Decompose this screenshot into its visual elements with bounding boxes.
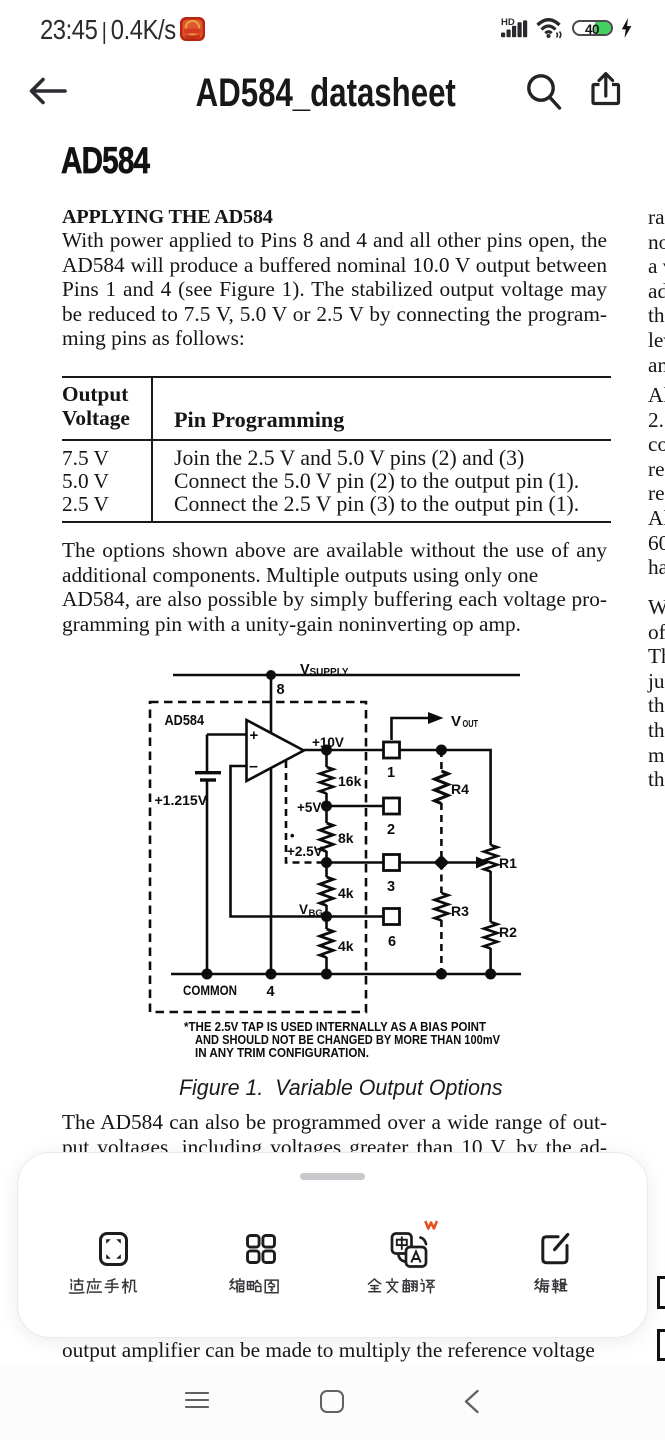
svg-text:6: 6 (388, 934, 396, 950)
svg-text:AD584: AD584 (165, 713, 205, 729)
svg-text:V: V (299, 902, 308, 917)
svg-text:+: + (250, 727, 259, 744)
svg-text:4k: 4k (338, 885, 354, 901)
svg-text:+5V: +5V (297, 800, 321, 815)
svg-text:4k: 4k (338, 938, 354, 954)
svg-text:COMMON: COMMON (183, 982, 237, 998)
svg-text:OUT: OUT (463, 718, 479, 730)
svg-text:16k: 16k (338, 773, 362, 789)
svg-text:R3: R3 (451, 903, 469, 919)
svg-text:8k: 8k (338, 830, 354, 846)
svg-text:4: 4 (267, 984, 275, 1000)
svg-text:–: – (249, 758, 258, 775)
svg-text:2: 2 (387, 822, 395, 838)
svg-text:SUPPLY: SUPPLY (310, 667, 349, 678)
svg-text:*THE 2.5V TAP IS USED INTERNAL: *THE 2.5V TAP IS USED INTERNALLY AS A BI… (184, 1019, 486, 1034)
svg-text:1: 1 (387, 765, 395, 781)
svg-text:+10V: +10V (312, 735, 344, 750)
svg-text:8: 8 (277, 682, 285, 698)
svg-text:3: 3 (387, 879, 395, 895)
svg-text:V: V (300, 662, 310, 678)
svg-text:+1.215V: +1.215V (155, 792, 208, 808)
svg-text:R2: R2 (499, 924, 517, 940)
svg-text:BG: BG (309, 908, 323, 919)
svg-text:+2.5V: +2.5V (287, 844, 323, 859)
svg-text:V: V (451, 713, 461, 730)
svg-text:AND SHOULD NOT BE CHANGED BY M: AND SHOULD NOT BE CHANGED BY MORE THAN 1… (195, 1032, 500, 1047)
svg-text:R4: R4 (451, 781, 469, 797)
svg-text:•: • (290, 828, 295, 843)
svg-text:R1: R1 (499, 855, 517, 871)
svg-text:IN ANY TRIM CONFIGURATION.: IN ANY TRIM CONFIGURATION. (195, 1045, 369, 1060)
